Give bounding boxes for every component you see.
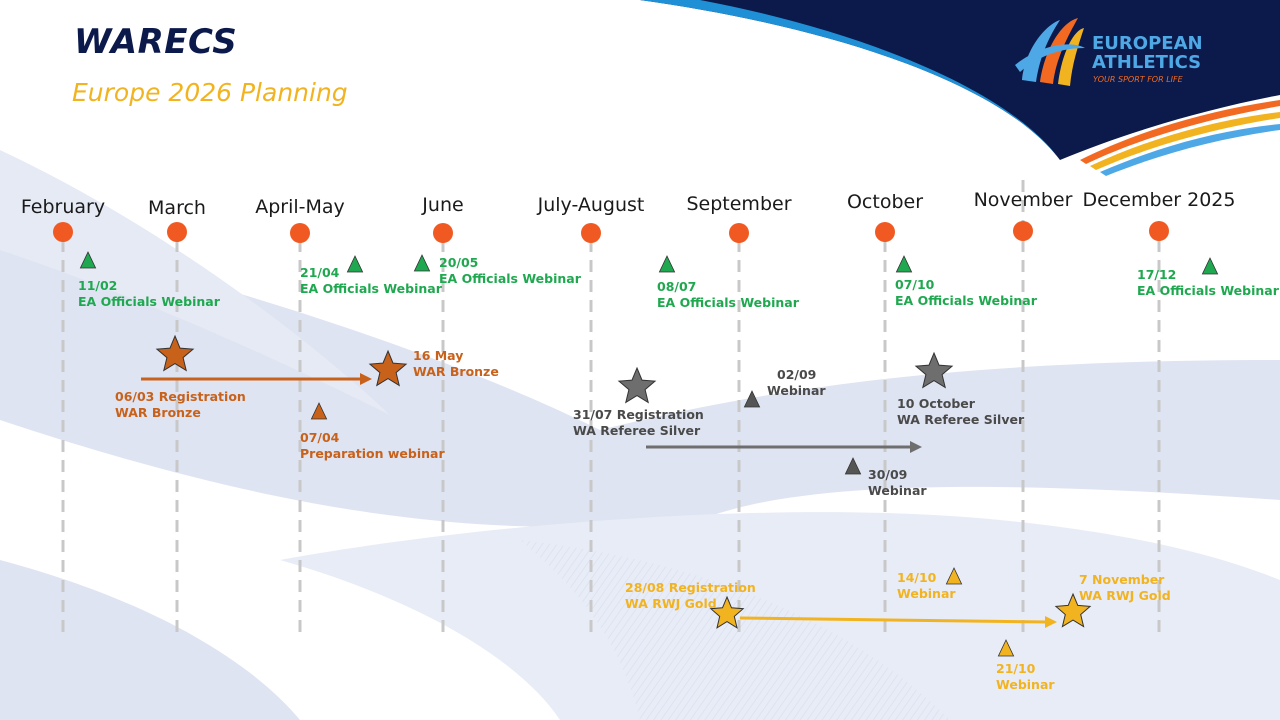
- logo-tagline: YOUR SPORT FOR LIFE: [1093, 75, 1183, 84]
- bg-swoosh-white: [0, 470, 480, 720]
- star-marker-icon: [617, 366, 657, 404]
- star-marker-icon: [914, 351, 954, 389]
- month-guide-lines: [61, 180, 1161, 640]
- triangle-marker-icon: [945, 567, 963, 585]
- logo-text-european: EUROPEAN: [1092, 33, 1203, 54]
- triangle-marker-icon: [743, 390, 761, 408]
- triangle-marker-icon: [310, 402, 328, 420]
- triangle-marker-icon: [658, 255, 676, 273]
- month-dot: [167, 222, 187, 242]
- star-marker-icon: [155, 334, 195, 372]
- triangle-marker-icon: [413, 254, 431, 272]
- navy-corner: [640, 0, 1280, 160]
- month-label: June: [422, 194, 464, 216]
- month-dot: [1149, 221, 1169, 241]
- star-marker-icon: [368, 349, 408, 387]
- slide-title: WARECS: [74, 22, 238, 62]
- slide-subtitle: Europe 2026 Planning: [72, 78, 348, 107]
- month-label: July-August: [537, 194, 645, 216]
- triangle-marker-icon: [844, 457, 862, 475]
- triangle-marker-icon: [346, 255, 364, 273]
- triangle-marker-icon: [997, 639, 1015, 657]
- month-dots: [53, 221, 1169, 243]
- month-dot: [290, 223, 310, 243]
- bg-hatch: [520, 540, 950, 720]
- month-dot: [875, 222, 895, 242]
- triangle-marker-icon: [79, 251, 97, 269]
- bg-band-lower: [0, 560, 300, 720]
- month-label: November: [973, 189, 1073, 211]
- arrow-gold: [739, 616, 1057, 628]
- logo-text-athletics: ATHLETICS: [1092, 52, 1202, 73]
- triangle-marker-icon: [895, 255, 913, 273]
- month-dot: [433, 223, 453, 243]
- month-dot: [53, 222, 73, 242]
- month-label: October: [846, 191, 924, 213]
- month-label: December 2025: [1082, 189, 1236, 211]
- bg-band-main: [0, 230, 1280, 527]
- month-label: April-May: [255, 196, 345, 218]
- european-athletics-logo-icon: [1015, 18, 1085, 86]
- triangle-marker-icon: [1201, 257, 1219, 275]
- corner-stripe-gold: [1090, 112, 1280, 170]
- star-marker-icon: [709, 595, 745, 629]
- arrow-bronze: [141, 373, 372, 385]
- bg-band-left: [0, 150, 390, 415]
- corner-stripe-lightblue: [1100, 124, 1280, 176]
- month-label: September: [686, 193, 792, 215]
- corner-stripe-orange: [1080, 100, 1280, 164]
- arrow-silver: [646, 441, 922, 453]
- month-label: March: [148, 197, 206, 219]
- month-dot: [1013, 221, 1033, 241]
- month-label: February: [20, 196, 106, 218]
- event-markers: [79, 251, 1219, 657]
- star-marker-icon: [1054, 592, 1092, 628]
- month-dot: [729, 223, 749, 243]
- month-dot: [581, 223, 601, 243]
